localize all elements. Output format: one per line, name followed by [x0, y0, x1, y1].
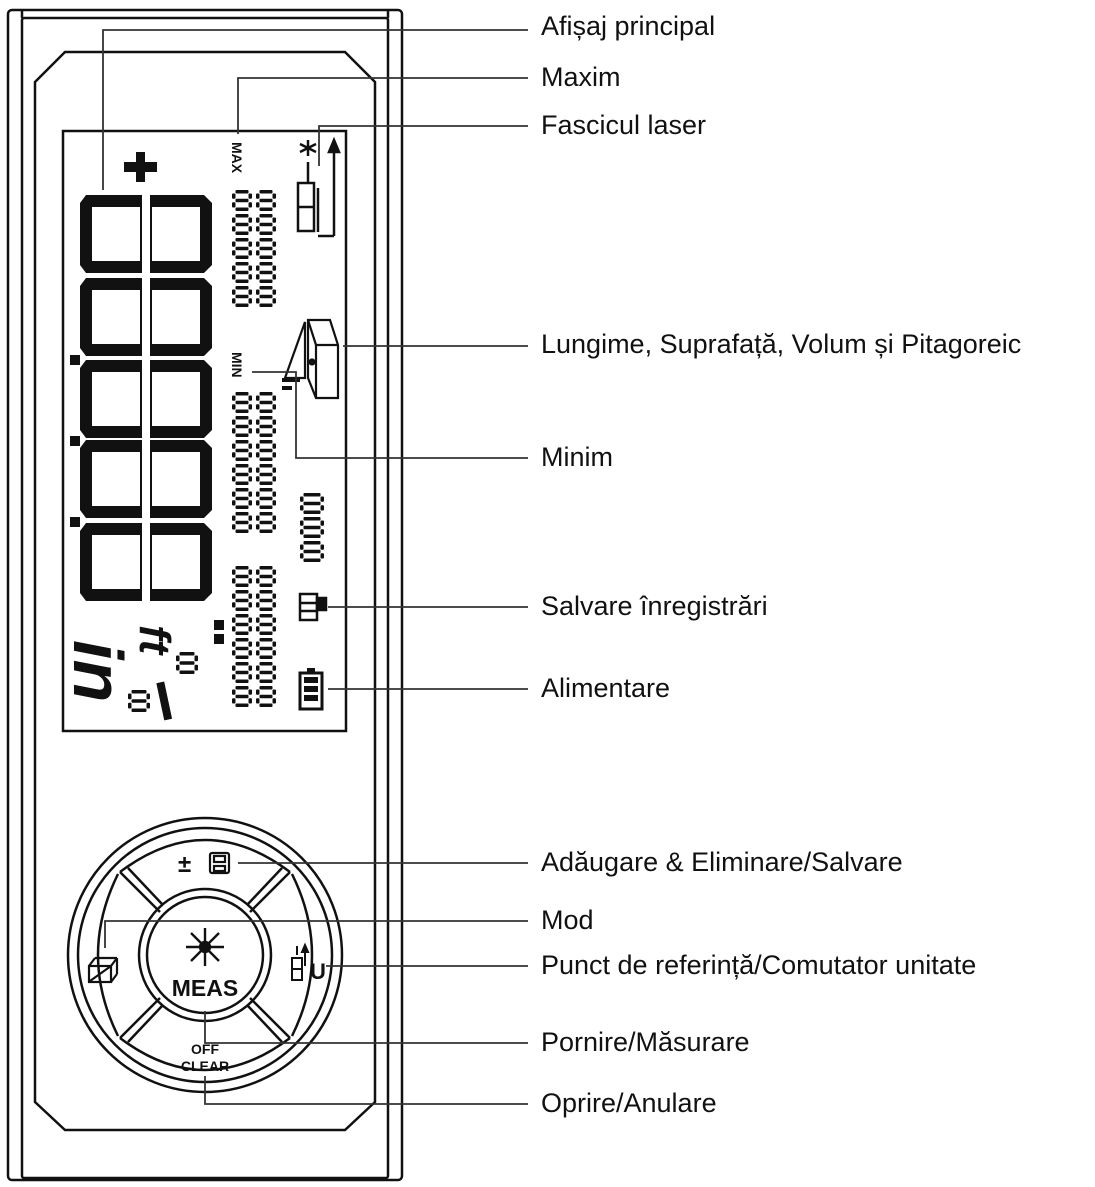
fraction-digit	[176, 652, 198, 674]
label-main-display: Afișaj principal	[541, 11, 716, 41]
key-off-clear[interactable]: OFF CLEAR	[181, 1041, 229, 1074]
small-digit	[300, 541, 324, 562]
unit-indicators: in ft	[59, 625, 179, 721]
crosshair-icon	[124, 152, 157, 182]
small-digit	[256, 566, 276, 587]
small-digit	[300, 517, 324, 538]
fraction-digit	[128, 690, 150, 712]
unit-in: in	[59, 640, 137, 702]
meas-label: MEAS	[172, 975, 238, 1001]
key-add-subtract-save[interactable]: ±	[178, 851, 231, 878]
small-digit	[232, 614, 252, 635]
main-digit-cell	[80, 440, 212, 518]
small-digit	[232, 566, 252, 587]
key-reference-unit[interactable]: U	[291, 942, 326, 984]
small-digit	[256, 662, 276, 683]
area-mode-icon	[87, 956, 119, 984]
small-digit	[232, 238, 252, 259]
small-digit	[232, 488, 252, 509]
leader-off-clear	[204, 1076, 528, 1105]
leader-lines	[102, 29, 528, 1105]
laser-reference-icon	[296, 136, 341, 238]
small-digit	[256, 512, 276, 533]
small-digit	[256, 440, 276, 461]
decimal-dots	[70, 355, 224, 644]
small-digit	[300, 493, 324, 514]
small-digit	[256, 262, 276, 283]
label-mode: Mod	[541, 905, 594, 935]
main-digit-cell	[80, 523, 212, 601]
device-body	[6, 8, 404, 1182]
small-digit	[256, 638, 276, 659]
unit-key-label: U	[310, 959, 326, 984]
small-digit	[256, 416, 276, 437]
reference-point-icon	[291, 942, 310, 981]
leader-min	[252, 371, 528, 459]
leader-laser	[318, 125, 528, 166]
record-save-icon	[298, 592, 328, 622]
label-power: Alimentare	[541, 673, 671, 703]
small-digit	[256, 238, 276, 259]
label-add-sub-save: Adăugare & Eliminare/Salvare	[541, 847, 903, 877]
small-digit	[232, 662, 252, 683]
label-laser: Fascicul laser	[541, 110, 707, 140]
small-digit	[232, 512, 252, 533]
small-digit	[256, 614, 276, 635]
label-records: Salvare înregistrări	[541, 591, 768, 621]
secondary-display-digits	[232, 190, 324, 707]
max-label: MAX	[229, 142, 245, 174]
fraction-digits	[128, 652, 198, 712]
battery-icon	[298, 668, 324, 711]
small-digit	[256, 286, 276, 307]
key-meas[interactable]: MEAS	[172, 928, 238, 1001]
small-digit	[232, 686, 252, 707]
label-on-measure: Pornire/Măsurare	[541, 1027, 750, 1057]
leader-mode	[104, 920, 528, 948]
small-digit	[232, 392, 252, 413]
measurement-mode-icon	[282, 318, 340, 400]
small-digit	[232, 416, 252, 437]
small-digit	[256, 464, 276, 485]
label-off-clear: Oprire/Anulare	[541, 1088, 717, 1118]
small-digit	[256, 190, 276, 211]
small-digit	[232, 590, 252, 611]
clear-label: CLEAR	[181, 1058, 229, 1074]
main-digit-cell	[80, 360, 212, 438]
small-digit	[256, 590, 276, 611]
leader-max	[237, 77, 528, 134]
label-max: Maxim	[541, 62, 621, 92]
main-digit-cell	[80, 195, 212, 273]
label-ref-unit: Punct de referință/Comutator unitate	[541, 950, 977, 980]
leader-main-display	[102, 29, 528, 190]
small-digit	[232, 464, 252, 485]
key-mode[interactable]	[87, 956, 119, 984]
small-digit	[256, 488, 276, 509]
min-label: MIN	[229, 352, 245, 378]
off-label: OFF	[191, 1041, 219, 1057]
plus-minus-icon: ±	[178, 851, 191, 878]
floppy-save-icon	[208, 851, 231, 875]
laser-burst-icon	[186, 928, 224, 966]
main-digit-cell	[80, 278, 212, 356]
lcd-window	[61, 129, 348, 733]
small-digit	[232, 286, 252, 307]
keypad	[66, 816, 344, 1094]
small-digit	[232, 190, 252, 211]
small-digit	[256, 686, 276, 707]
label-modes: Lungime, Suprafață, Volum și Pitagoreic	[541, 329, 1022, 359]
small-digit	[256, 214, 276, 235]
small-digit	[232, 440, 252, 461]
small-digit	[232, 638, 252, 659]
small-digit	[232, 214, 252, 235]
leader-meas	[204, 1011, 528, 1044]
small-digit	[232, 262, 252, 283]
small-digit	[256, 392, 276, 413]
unit-ft: ft	[130, 625, 179, 657]
label-min: Minim	[541, 442, 613, 472]
main-display-digits	[80, 195, 212, 601]
